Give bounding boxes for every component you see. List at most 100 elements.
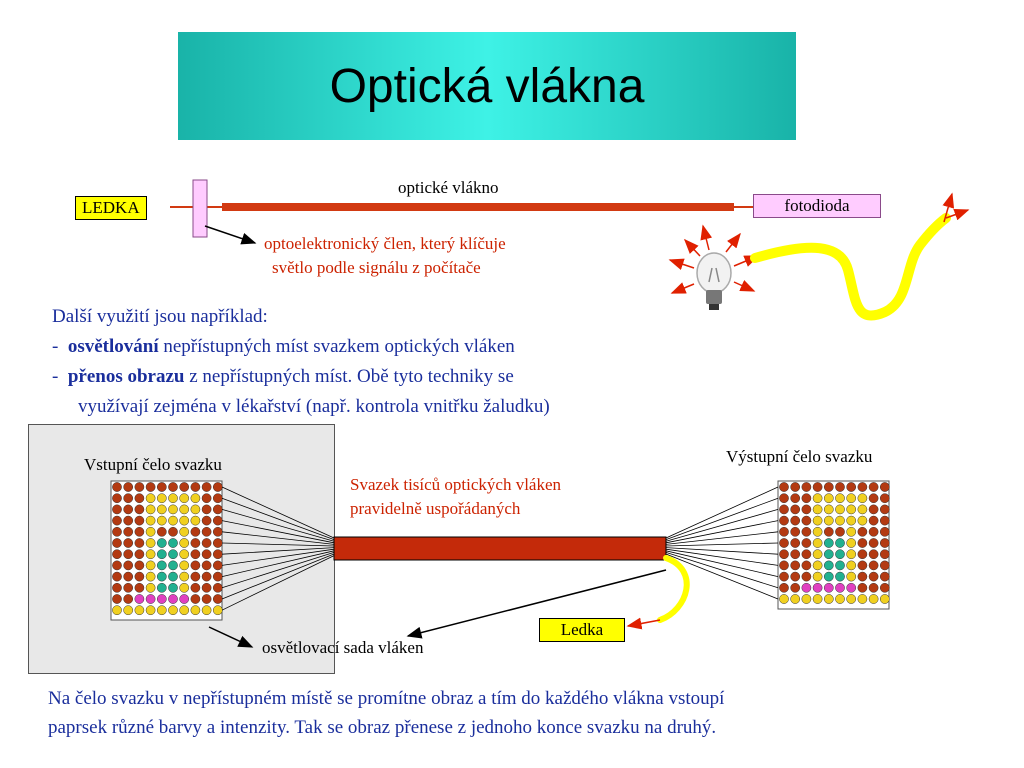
- fiber-dot: [846, 504, 857, 515]
- fiber-dot: [134, 549, 145, 560]
- fiber-dot: [168, 582, 178, 593]
- fiber-fan-line: [665, 553, 779, 600]
- fiber-dot: [812, 549, 823, 560]
- fiber-dot: [168, 560, 178, 571]
- fiber-dot: [879, 594, 890, 604]
- fiber-dot: [790, 560, 801, 571]
- fiber-dot: [145, 493, 156, 504]
- fiber-dot: [201, 605, 212, 616]
- fiber-dot: [179, 571, 190, 582]
- fiber-dot: [801, 482, 812, 492]
- fiber-dot: [846, 571, 857, 582]
- fiber-dot: [812, 504, 823, 515]
- bundle-line-1: Svazek tisíců optických vláken: [350, 475, 562, 494]
- fiber-fan-line: [665, 486, 779, 539]
- fiber-dot: [156, 560, 167, 571]
- fiber-dot: [857, 560, 868, 571]
- fiber-dot: [801, 560, 812, 571]
- fiber-dot: [857, 504, 868, 515]
- fiber-dot: [823, 482, 834, 492]
- fiber-dot: [134, 560, 145, 571]
- input-face-panel: [28, 424, 335, 674]
- fiber-dot: [156, 504, 167, 515]
- fiber-dot: [857, 571, 868, 582]
- modulator-line-2: světlo podle signálu z počítače: [272, 258, 481, 277]
- fiber-dot: [123, 504, 134, 515]
- fiber-dot: [134, 594, 145, 604]
- fiber-dot: [779, 515, 789, 526]
- fiber-dot: [123, 549, 134, 560]
- fiber-dot: [179, 526, 190, 537]
- fiber-dot: [190, 493, 201, 504]
- fiber-dot: [868, 594, 879, 604]
- fiber-dot: [868, 482, 879, 492]
- fiber-fan-line: [665, 542, 779, 547]
- fiber-dot: [112, 526, 122, 537]
- fiber-output-arrow-1: [945, 208, 970, 221]
- fiber-dot: [201, 482, 212, 492]
- fiber-dot: [857, 538, 868, 548]
- modulator-description: optoelektronický člen, který klíčuje svě…: [264, 232, 506, 280]
- fiber-dot: [879, 504, 890, 515]
- fiber-fan-line: [665, 550, 779, 577]
- input-face: [110, 480, 335, 621]
- fiber-dot: [801, 493, 812, 504]
- fiber-dot: [145, 504, 156, 515]
- fiber-fan-line: [221, 547, 335, 555]
- fiber-fan-line: [221, 542, 335, 547]
- fiber-dot: [812, 493, 823, 504]
- fiber-dot: [835, 482, 845, 492]
- optical-fiber: [222, 203, 734, 211]
- fiber-dot: [190, 571, 201, 582]
- fiber-dot: [835, 582, 845, 593]
- fiber-dot: [846, 594, 857, 604]
- fiber-dot: [857, 526, 868, 537]
- fiber-fan-line: [665, 520, 779, 544]
- fiber-dot: [790, 538, 801, 548]
- fiber-dot: [212, 482, 223, 492]
- fiber-dot: [179, 605, 190, 616]
- fiber-dot: [801, 504, 812, 515]
- fiber-dot: [201, 549, 212, 560]
- fiber-dot: [835, 538, 845, 548]
- fiber-dot: [145, 594, 156, 604]
- fiber-fan-line: [221, 555, 335, 611]
- fiber-dot: [212, 549, 223, 560]
- fiber-dot: [812, 594, 823, 604]
- fiber-dot: [112, 594, 122, 604]
- fiber-dot: [123, 538, 134, 548]
- fiber-dot: [179, 560, 190, 571]
- fiber-fan-line: [221, 553, 335, 600]
- fiber-dot: [190, 515, 201, 526]
- fiber-dot: [212, 515, 223, 526]
- fiber-dot: [868, 493, 879, 504]
- uses-item2-continuation: využívají zejména v lékařství (např. kon…: [78, 396, 550, 417]
- fiber-dot: [112, 504, 122, 515]
- fiber-dot: [879, 549, 890, 560]
- fiber-dot: [212, 493, 223, 504]
- fiber-dot: [168, 493, 178, 504]
- fiber-dot: [168, 538, 178, 548]
- fiber-dot: [790, 571, 801, 582]
- uses-item2-rest: z nepřístupných míst. Obě tyto techniky …: [184, 366, 514, 387]
- fiber-dot: [868, 571, 879, 582]
- fiber-dot: [857, 549, 868, 560]
- fiber-dot: [134, 538, 145, 548]
- fiber-dot: [801, 582, 812, 593]
- fiber-dot: [179, 538, 190, 548]
- fiber-dot: [823, 560, 834, 571]
- footer-line-1: Na čelo svazku v nepřístupném místě se p…: [48, 688, 725, 709]
- fiber-dot: [190, 482, 201, 492]
- fiber-dot: [812, 571, 823, 582]
- fiber-dot: [168, 526, 178, 537]
- fiber-dot: [879, 526, 890, 537]
- fiber-dot: [145, 538, 156, 548]
- fiber-dot: [868, 549, 879, 560]
- uses-item-image-transfer: - přenos obrazu z nepřístupných míst. Ob…: [52, 362, 752, 392]
- footer-line-2: paprsek různé barvy a intenzity. Tak se …: [48, 717, 717, 738]
- fiber-dot: [879, 482, 890, 492]
- fiber-dot: [179, 549, 190, 560]
- bottom-led-label: Ledka: [539, 618, 625, 642]
- fiber-dot: [879, 515, 890, 526]
- fiber-dot: [835, 504, 845, 515]
